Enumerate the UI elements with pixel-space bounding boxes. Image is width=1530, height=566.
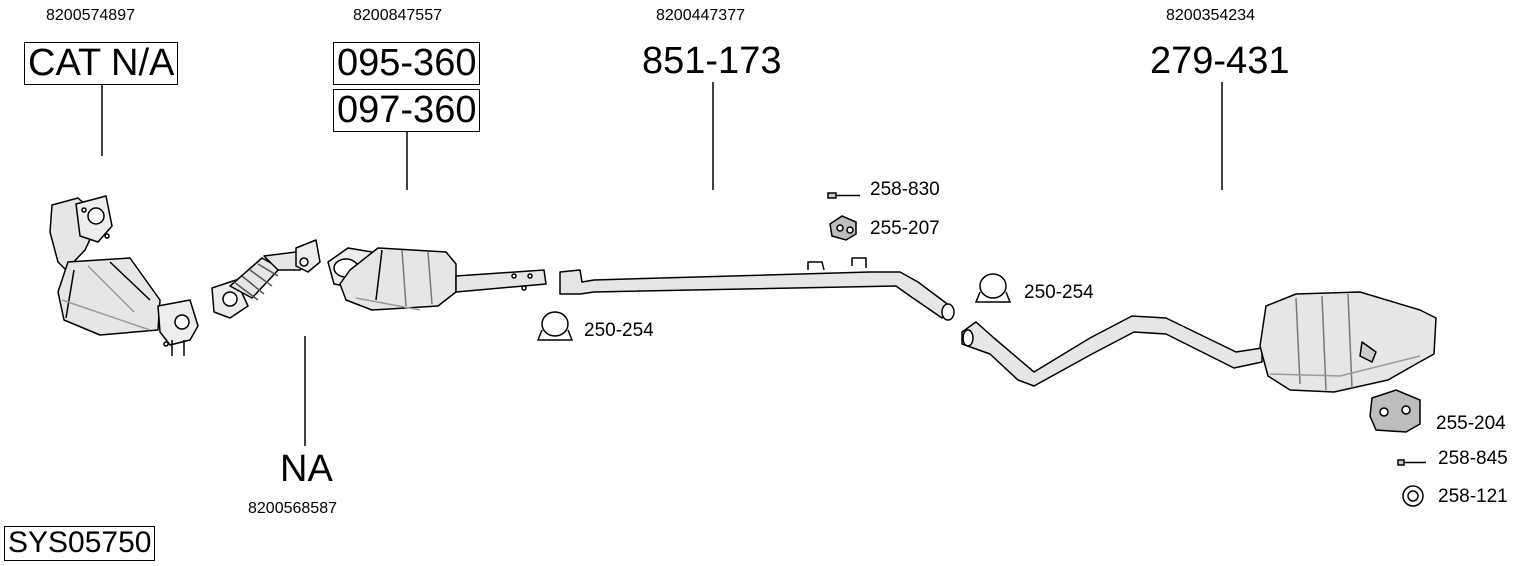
clamp-icon <box>974 273 1012 303</box>
accessory-label[interactable]: 250-254 <box>1024 282 1094 303</box>
part-number[interactable]: 851-173 <box>642 40 782 82</box>
leader-lines <box>101 82 1223 446</box>
oem-number: 8200568587 <box>248 500 337 517</box>
catalytic-converter-front[interactable] <box>49 195 199 356</box>
part-number-box[interactable]: 095-360 <box>333 42 481 85</box>
part-number[interactable]: 279-431 <box>1150 40 1290 82</box>
oem-number: 8200574897 <box>46 7 135 24</box>
accessory-label[interactable]: 258-121 <box>1438 486 1508 507</box>
flex-pipe[interactable] <box>211 239 321 319</box>
middle-pipe[interactable] <box>559 257 955 321</box>
accessory-label[interactable]: 258-830 <box>870 179 940 200</box>
bracket-icon <box>1369 389 1421 433</box>
accessory-label[interactable]: 255-204 <box>1436 413 1506 434</box>
rubber-mount-icon <box>829 215 857 241</box>
part-number-box[interactable]: 097-360 <box>333 89 481 132</box>
accessory-label[interactable]: 250-254 <box>584 320 654 341</box>
clamp-icon <box>536 311 574 341</box>
oem-number: 8200354234 <box>1166 7 1255 24</box>
diagram-code: SYS05750 <box>4 526 156 561</box>
bolt-icon <box>1397 459 1426 466</box>
oem-number: 8200447377 <box>656 7 745 24</box>
rear-silencer[interactable] <box>961 291 1437 393</box>
part-number-box[interactable]: CAT N/A <box>24 42 179 85</box>
part-number[interactable]: NA <box>280 448 333 490</box>
oem-number: 8200847557 <box>353 7 442 24</box>
bolt-icon <box>827 192 860 199</box>
accessory-label[interactable]: 255-207 <box>870 218 940 239</box>
catalytic-converter-second[interactable] <box>327 247 547 311</box>
ring-gasket-icon <box>1402 485 1424 507</box>
accessory-label[interactable]: 258-845 <box>1438 448 1508 469</box>
